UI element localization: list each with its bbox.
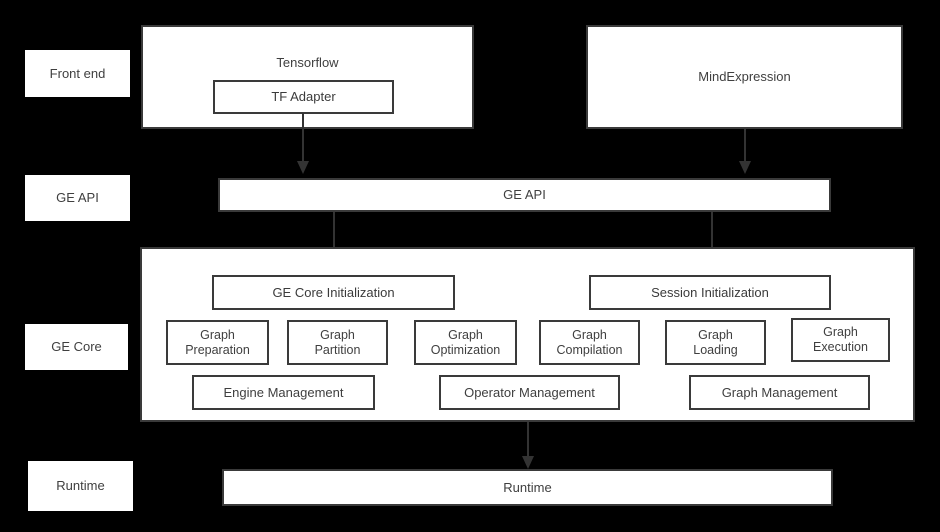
graph-management-label: Graph Management	[721, 384, 838, 400]
ge-core-initialization-label: GE Core Initialization	[272, 284, 395, 300]
tf-adapter-to-ge-api-arrowhead	[297, 161, 309, 174]
mindexpression-to-ge-api-line	[744, 129, 746, 163]
session-initialization-node[interactable]: Session Initialization	[589, 275, 831, 310]
ge-api-to-ge-core-init-line	[333, 212, 335, 260]
ge-api-bar[interactable]: GE API	[218, 178, 831, 212]
tf-adapter-node[interactable]: TF Adapter	[213, 80, 394, 114]
stage-label-runtime-text: Runtime	[56, 478, 105, 494]
graph-optimization-node[interactable]: Graph Optimization	[414, 320, 517, 365]
runtime-bar[interactable]: Runtime	[222, 469, 833, 506]
session-initialization-label: Session Initialization	[651, 284, 769, 300]
stage-label-ge-core-text: GE Core	[51, 339, 102, 355]
operator-management-node[interactable]: Operator Management	[439, 375, 620, 410]
graph-loading-node[interactable]: Graph Loading	[665, 320, 766, 365]
graph-optimization-label: Graph Optimization	[430, 327, 501, 357]
runtime-bar-label: Runtime	[503, 479, 552, 495]
ge-core-to-runtime-arrowhead	[522, 456, 534, 469]
graph-management-node[interactable]: Graph Management	[689, 375, 870, 410]
mindexpression-title: MindExpression	[698, 69, 791, 85]
ge-api-bar-label: GE API	[503, 187, 546, 203]
graph-compilation-label: Graph Compilation	[556, 327, 623, 357]
stage-label-front-end-text: Front end	[49, 65, 106, 81]
tf-adapter-to-ge-api-line	[302, 113, 304, 163]
graph-compilation-node[interactable]: Graph Compilation	[539, 320, 640, 365]
engine-management-label: Engine Management	[223, 384, 344, 400]
mindexpression-group: MindExpression	[586, 25, 903, 129]
operator-management-label: Operator Management	[464, 384, 595, 400]
graph-preparation-node[interactable]: Graph Preparation	[166, 320, 269, 365]
stage-label-runtime: Runtime	[28, 461, 133, 511]
ge-api-to-session-init-line	[711, 212, 713, 260]
graph-execution-label: Graph Execution	[813, 325, 868, 354]
stage-label-ge-api: GE API	[25, 175, 130, 221]
ge-core-initialization-node[interactable]: GE Core Initialization	[212, 275, 455, 310]
engine-management-node[interactable]: Engine Management	[192, 375, 375, 410]
graph-preparation-label: Graph Preparation	[185, 327, 250, 357]
mindexpression-to-ge-api-arrowhead	[739, 161, 751, 174]
ge-core-to-runtime-line	[527, 422, 529, 458]
stage-label-front-end: Front end	[25, 50, 130, 97]
graph-execution-node[interactable]: Graph Execution	[791, 318, 890, 362]
graph-loading-label: Graph Loading	[693, 327, 738, 357]
tf-adapter-label: TF Adapter	[271, 89, 336, 105]
stage-label-ge-core: GE Core	[25, 324, 128, 370]
graph-partition-label: Graph Partition	[314, 327, 361, 357]
stage-label-ge-api-text: GE API	[56, 190, 99, 206]
graph-partition-node[interactable]: Graph Partition	[287, 320, 388, 365]
tensorflow-title: Tensorflow	[276, 55, 339, 70]
